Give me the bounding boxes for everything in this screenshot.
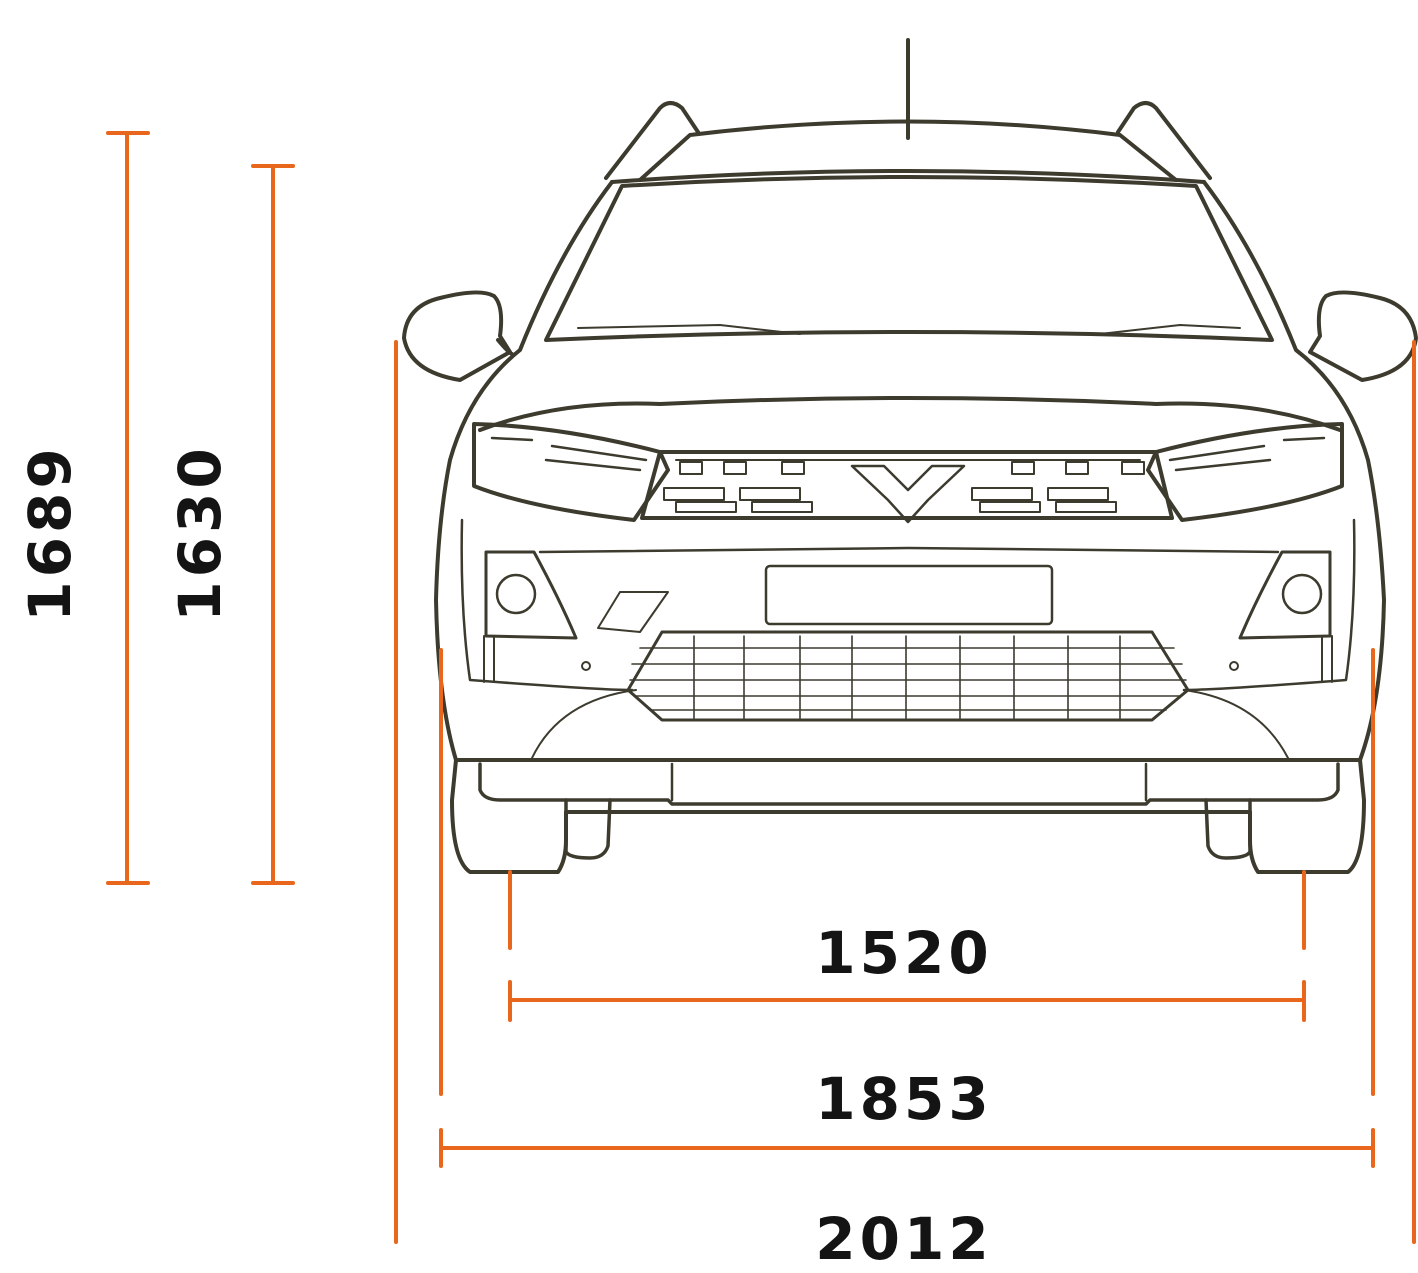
windscreen [544,175,1274,342]
label-height-roof-bars: 1689 [16,444,84,622]
roof-line [638,119,1178,182]
foglight-left [484,550,578,640]
mirror-left [402,290,512,382]
dimension-height-body [251,164,295,885]
tyre-right [1204,798,1252,860]
lower-grille [626,630,1190,722]
headlight-left [472,422,670,522]
tyre-left [564,798,612,860]
dimension-lines [106,131,1416,1244]
roof-bar-left [604,101,700,180]
license-plate [764,564,1054,626]
dimension-body-width [439,648,1375,1168]
upper-grille [640,450,1174,520]
label-body-width: 1853 [815,1065,993,1133]
label-width-with-mirrors: 2012 [815,1205,993,1273]
dimension-width-with-mirrors [394,340,1416,1244]
foglight-right [1238,550,1332,640]
body-outline [434,180,1386,874]
dimension-track-width [508,870,1306,1022]
mirror-right [1308,290,1418,382]
dimension-height-roof-bars [106,131,150,885]
logo [850,464,966,524]
label-height-body: 1630 [166,444,234,622]
roof-bar-right [1116,101,1212,180]
label-track-width: 1520 [815,919,993,987]
car-outline [402,38,1418,874]
headlight-right [1146,422,1344,522]
skid-plate [478,762,1340,806]
